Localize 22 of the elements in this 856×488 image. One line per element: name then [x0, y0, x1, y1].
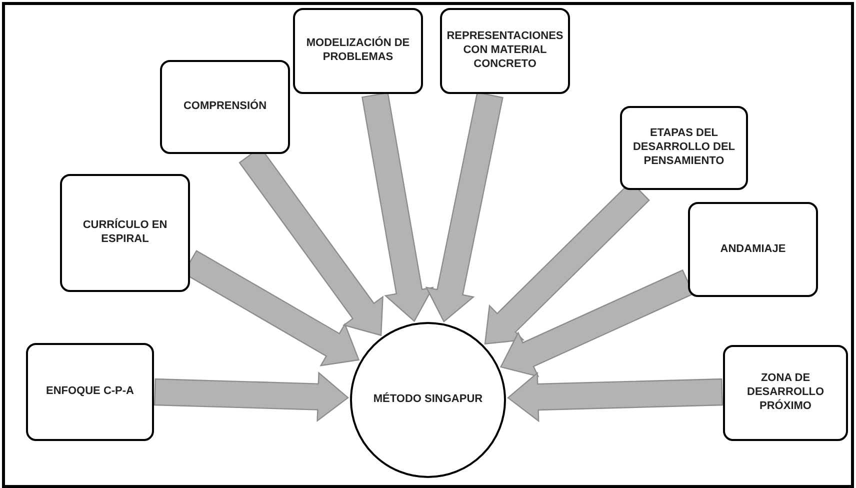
node-label: ANDAMIAJE — [719, 242, 787, 257]
concept-box — [60, 174, 190, 292]
node-label: ENFOQUE C-P-A — [45, 384, 135, 400]
block-arrow — [362, 92, 434, 322]
node-label: CURRÍCULO EN ESPIRAL — [82, 217, 168, 247]
concept-box — [440, 8, 570, 94]
block-arrow — [500, 269, 694, 378]
node-label: REPRESENTACIONES CON MATERIAL CONCRETO — [446, 29, 564, 72]
node-label: COMPRENSIÓN — [182, 98, 268, 114]
node-label: ETAPAS DEL DESARROLLO DEL PENSAMIENTO — [632, 126, 736, 169]
block-arrow — [425, 92, 504, 323]
block-arrow — [507, 372, 724, 422]
node-label: MODELIZACIÓN DE PROBLEMAS — [305, 35, 411, 65]
concept-box — [620, 106, 748, 190]
concept-box — [293, 8, 423, 94]
concept-box — [160, 60, 290, 154]
concept-box — [688, 202, 818, 297]
concept-box — [26, 343, 154, 441]
block-arrow — [154, 372, 349, 422]
node-label: MÉTODO SINGAPUR — [372, 391, 484, 408]
concept-box — [723, 345, 848, 441]
node-label: ZONA DE DESARROLLO PRÓXIMO — [746, 371, 825, 414]
